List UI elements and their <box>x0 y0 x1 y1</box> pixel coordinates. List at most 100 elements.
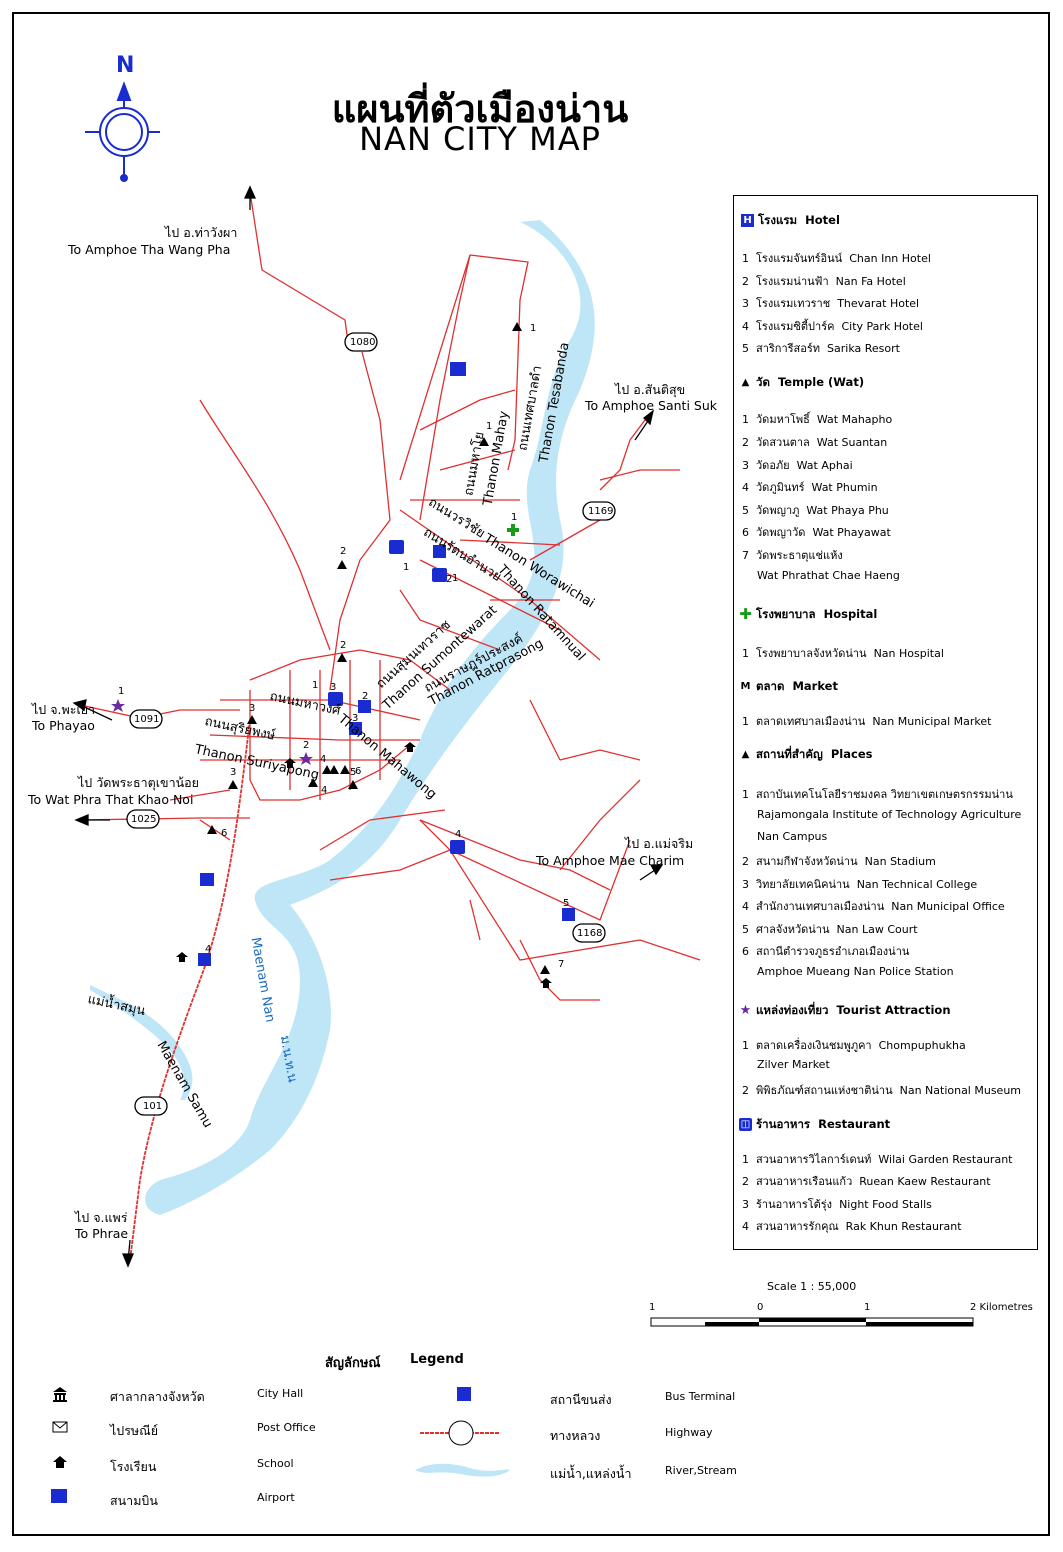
legend-restaurant-header: ◫ร้านอาหาร Restaurant <box>739 1117 891 1131</box>
legend-bus-en: Bus Terminal <box>665 1390 736 1403</box>
airport-marker <box>450 362 466 376</box>
map-num: 3 <box>230 767 237 778</box>
legend-temple-6: 6 วัดพญาวัด Wat Phayawat <box>742 526 891 539</box>
legend-hotel-4: 4 โรงแรมซิตี้ปาร์ค City Park Hotel <box>742 320 923 333</box>
dest-khaonoi-th: ไป วัดพระธาตุเขาน้อย <box>78 775 199 790</box>
map-num: 6 <box>221 828 228 839</box>
legend-school-th: โรงเรียน <box>110 1459 157 1474</box>
map-num: 5 <box>350 767 357 778</box>
hospital-icon: ✚ <box>739 605 752 623</box>
legend-symbols <box>51 1387 510 1503</box>
map-num: 2 <box>362 691 369 702</box>
map-num: 4 <box>205 944 212 955</box>
legend-airport-th: สนามบิน <box>110 1493 158 1508</box>
river-samu <box>90 985 193 1100</box>
legend-tourist-1: 1 ตลาดเครื่องเงินชมพูภูคา Chompuphukha <box>742 1039 966 1052</box>
legend-panel <box>733 195 1038 1250</box>
star-icon: ★ <box>739 1003 752 1018</box>
legend-place-6: 6 สถานีตำรวจภูธรอำเภอเมืองน่าน <box>742 945 910 958</box>
dest-khaonoi-en: To Wat Phra That Khao Noi <box>28 792 194 807</box>
map-num: 3 <box>330 682 337 693</box>
restaurant-markers <box>328 540 465 854</box>
place-icon: ▲ <box>741 749 750 760</box>
legend-title-thai: สัญลักษณ์ <box>325 1356 381 1371</box>
scale-tick: 0 <box>757 1302 764 1313</box>
route-1169: 1169 <box>588 506 614 517</box>
legend-place-1-en-a: Rajamongala Institute of Technology Agri… <box>757 808 1022 821</box>
legend-school-en: School <box>257 1457 294 1470</box>
map-num: 4 <box>455 829 462 840</box>
map-num: 2 <box>303 740 310 751</box>
map-num: 1 <box>486 421 493 432</box>
legend-highway-en: Highway <box>665 1426 713 1439</box>
legend-place-1-en-b: Nan Campus <box>757 830 828 843</box>
legend-place-5: 5 ศาลจังหวัดน่าน Nan Law Court <box>742 923 918 936</box>
map-num: 2 <box>446 574 453 585</box>
legend-river-th: แม่น้ำ,แหล่งน้ำ <box>550 1466 632 1481</box>
map-num: 1 <box>530 323 537 334</box>
scale-tick: 1 <box>649 1302 656 1313</box>
legend-tourist-2: 2 พิพิธภัณฑ์สถานแห่งชาติน่าน Nan Nationa… <box>742 1084 1022 1097</box>
map-title-thai: แผนที่ตัวเมืองน่าน <box>331 87 629 131</box>
dest-thawangpha-th: ไป อ.ท่าวังผา <box>165 225 238 240</box>
map-num: 3 <box>352 713 359 724</box>
bus-terminal-marker <box>200 873 214 886</box>
dest-santisuk-th: ไป อ.สันติสุข <box>615 382 686 397</box>
route-1080: 1080 <box>350 337 376 348</box>
road-network <box>79 191 701 1001</box>
dest-phayao-th: ไป จ.พะเยา <box>32 702 96 717</box>
map-title-english: NAN CITY MAP <box>359 120 601 158</box>
legend-temple-3: 3 วัดอภัย Wat Aphai <box>742 459 853 472</box>
map-num: 1 <box>118 686 125 697</box>
legend-post-th: ไปรษณีย์ <box>110 1423 159 1438</box>
map-num: 3 <box>249 703 256 714</box>
hotel-markers <box>198 545 575 966</box>
legend-hotel-2: 2 โรงแรมน่านฟ้า Nan Fa Hotel <box>742 275 906 288</box>
legend-place-2: 2 สนามกีฬาจังหวัดน่าน Nan Stadium <box>742 855 936 868</box>
map-num: 2 <box>340 546 347 557</box>
route-shields <box>126 332 616 1116</box>
tourist-markers <box>111 699 313 765</box>
school-markers <box>176 742 552 988</box>
legend-temple-header: ▲วัด Temple (Wat) <box>739 374 864 392</box>
map-num: 7 <box>558 959 565 970</box>
legend-post-en: Post Office <box>257 1421 316 1434</box>
dest-maecharim-th: ไป อ.แม่จริม <box>625 836 694 851</box>
legend-place-1: 1 สถาบันเทคโนโลยีราชมงคล วิทยาเขตเกษตรกร… <box>742 788 1013 801</box>
legend-temple-1: 1 วัดมหาโพธิ์ Wat Mahapho <box>742 413 893 426</box>
route-101: 101 <box>143 1101 163 1112</box>
dest-santisuk-en: To Amphoe Santi Suk <box>585 398 717 413</box>
legend-airport-en: Airport <box>257 1491 295 1504</box>
legend-highway-th: ทางหลวง <box>550 1428 601 1443</box>
legend-cityhall-en: City Hall <box>257 1387 304 1400</box>
legend-tourist-header: ★แหล่งท่องเที่ยว Tourist Attraction <box>739 1003 951 1018</box>
scale-label: Scale 1 : 55,000 <box>767 1280 857 1293</box>
route-1025: 1025 <box>131 814 157 825</box>
legend-temple-7: 7 วัดพระธาตุแช่แห้ง <box>742 549 843 562</box>
legend-bus-th: สถานีขนส่ง <box>550 1392 612 1407</box>
scale-tick: 1 <box>864 1302 871 1313</box>
direction-arrows <box>72 185 664 1268</box>
scale-tick: 2 Kilometres <box>970 1302 1033 1313</box>
map-frame <box>12 12 1050 1536</box>
legend-title-english: Legend <box>410 1352 464 1367</box>
restaurant-icon: ◫ <box>739 1118 752 1131</box>
market-icon: M <box>740 681 751 692</box>
legend-place-3: 3 วิทยาลัยเทคนิคน่าน Nan Technical Colle… <box>742 878 978 891</box>
legend-restaurant-4: 4 สวนอาหารรักคุณ Rak Khun Restaurant <box>742 1220 962 1233</box>
compass <box>85 81 160 182</box>
legend-places-header: ▲สถานที่สำคัญ Places <box>739 746 873 764</box>
dest-phrae-en: To Phrae <box>75 1226 129 1241</box>
legend-river-en: River,Stream <box>665 1464 737 1477</box>
map-num: 4 <box>320 754 327 765</box>
legend-temple-5: 5 วัดพญาภู Wat Phaya Phu <box>742 504 889 517</box>
route-1091: 1091 <box>134 714 160 725</box>
legend-cityhall-th: ศาลากลางจังหวัด <box>110 1389 205 1404</box>
dest-thawangpha-en: To Amphoe Tha Wang Pha <box>68 242 231 257</box>
dest-maecharim-en: To Amphoe Mae Charim <box>536 853 685 868</box>
map-num: 1 <box>452 573 459 584</box>
legend-market-1: 1 ตลาดเทศบาลเมืองน่าน Nan Municipal Mark… <box>742 715 992 728</box>
legend-tourist-1-en: Zilver Market <box>757 1058 830 1071</box>
map-num: 4 <box>321 785 328 796</box>
